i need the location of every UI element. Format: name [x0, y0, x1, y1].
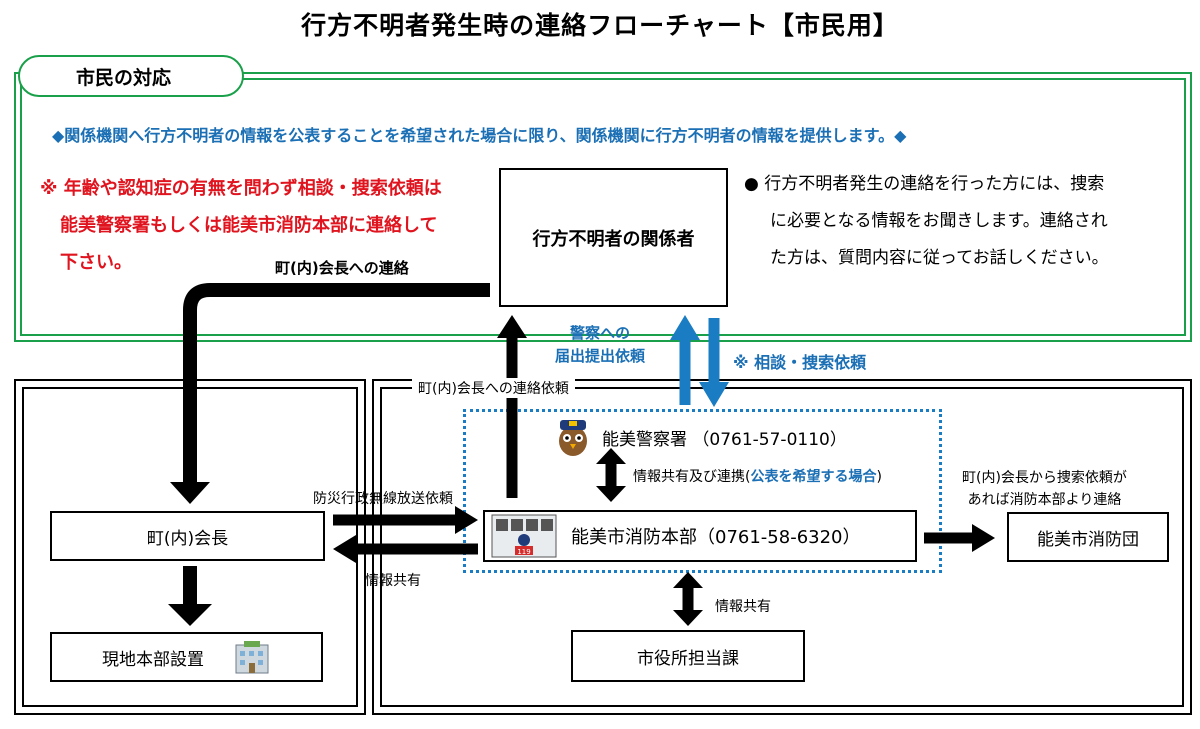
label-shobodan-note-1: 町(内)会長から捜索依頼が	[962, 470, 1127, 486]
info-line-3: た方は、質問内容に従ってお話しください。	[770, 248, 1109, 268]
label-share-police-end: )	[876, 469, 882, 485]
label-shobodan-note-2: あれば消防本部より連絡	[967, 492, 1122, 508]
label-consult: ※ 相談・捜索依頼	[733, 353, 867, 372]
notice-text: ◆関係機関へ行方不明者の情報を公表することを希望された場合に限り、関係機関に行方…	[52, 126, 907, 145]
label-police-report: 警察への 届出提出依頼	[555, 322, 645, 368]
info-text: ● 行方不明者発生の連絡を行った方には、捜索 に必要となる情報をお聞きします。連…	[744, 166, 1109, 277]
label-shobodan-note: 町(内)会長から捜索依頼が あれば消防本部より連絡	[962, 467, 1127, 511]
citizen-section-outer-border	[14, 72, 1192, 342]
police-fire-group	[463, 409, 942, 573]
node-genchi: 現地本部設置	[50, 632, 323, 682]
building-icon	[235, 641, 269, 674]
label-share-chokai: 情報共有	[365, 573, 421, 589]
warning-line-1: ※ 年齢や認知症の有無を問わず相談・捜索依頼は	[40, 178, 442, 199]
node-genchi-label: 現地本部設置	[102, 649, 204, 670]
node-fire: 119 能美市消防本部（0761-58-6320）	[483, 510, 917, 562]
warning-text: ※ 年齢や認知症の有無を問わず相談・捜索依頼は 能美警察署もしくは能美市消防本部…	[40, 170, 442, 281]
node-police: 能美警察署 （0761-57-0110）	[552, 416, 847, 458]
node-fire-label: 能美市消防本部（0761-58-6320）	[571, 527, 861, 548]
label-share-police: 情報共有及び連携(公表を希望する場合)	[633, 466, 882, 486]
police-mascot-icon	[559, 420, 587, 456]
warning-line-2: 能美警察署もしくは能美市消防本部に連絡して	[60, 215, 438, 236]
label-to-chokai: 町(内)会長への連絡	[275, 259, 409, 277]
label-police-report-2: 届出提出依頼	[555, 347, 646, 365]
info-line-1: ● 行方不明者発生の連絡を行った方には、捜索	[744, 174, 1105, 194]
label-share-police-text: 情報共有及び連携(	[633, 469, 751, 485]
warning-line-3: 下さい。	[60, 252, 132, 273]
citizen-section-inner-border	[20, 78, 1186, 336]
page-title: 行方不明者発生時の連絡フローチャート【市民用】	[301, 11, 899, 40]
node-shobodan: 能美市消防団	[1007, 512, 1169, 562]
label-share-police-blue: 公表を希望する場合	[750, 469, 877, 485]
node-city: 市役所担当課	[571, 630, 805, 682]
fire-station-icon: 119	[491, 514, 557, 558]
node-chokai: 町(内)会長	[50, 511, 325, 561]
label-broadcast: 防災行政無線放送依頼	[313, 491, 453, 507]
blue-arrow-down-head	[699, 382, 729, 407]
info-line-2: に必要となる情報をお聞きします。連絡され	[770, 211, 1108, 231]
label-chokai-request: 町(内)会長への連絡依頼	[412, 378, 575, 398]
node-police-label: 能美警察署 （0761-57-0110）	[602, 429, 847, 450]
section-label: 市民の対応	[18, 55, 244, 97]
arrow-party-to-chokai	[183, 283, 490, 482]
label-police-report-1: 警察への	[570, 324, 631, 342]
arrow-fire-to-party-head	[497, 315, 527, 338]
svg-text:119: 119	[517, 548, 530, 556]
label-share-city: 情報共有	[715, 599, 771, 615]
blue-arrow-up-head	[670, 315, 700, 340]
node-party: 行方不明者の関係者	[499, 168, 728, 307]
